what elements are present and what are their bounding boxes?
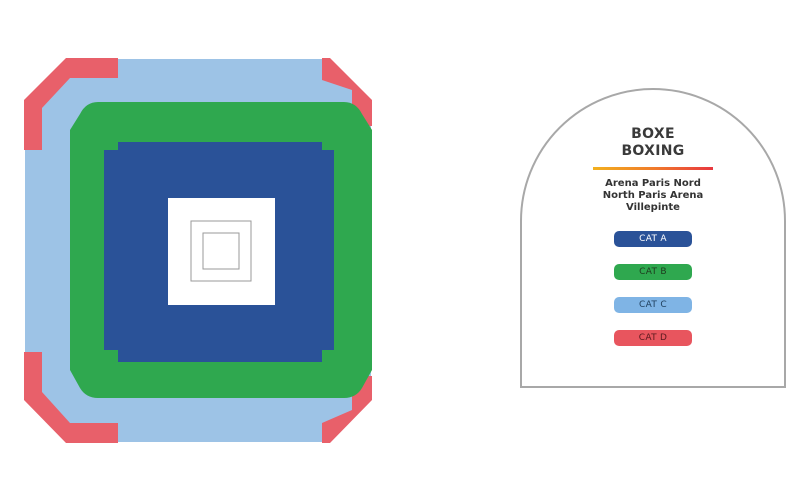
cat-d-section-bottom-left[interactable] — [24, 352, 118, 443]
cat-d-section-top-left[interactable] — [24, 58, 118, 150]
event-title-english: BOXING — [621, 143, 685, 159]
category-d-button[interactable]: CAT D — [614, 330, 692, 346]
category-c-button[interactable]: CAT C — [614, 297, 692, 313]
category-b-button[interactable]: CAT B — [614, 264, 692, 280]
title-divider — [593, 167, 713, 170]
ring-outer-rope — [190, 220, 252, 282]
event-title-french: BOXE — [631, 126, 675, 142]
boxing-ring — [168, 198, 275, 305]
cat-d-section-bottom-right[interactable] — [322, 376, 372, 443]
legend-card: BOXE BOXING Arena Paris Nord North Paris… — [520, 88, 786, 388]
venue-name-french: Arena Paris Nord — [605, 178, 701, 189]
venue-name-english: North Paris Arena — [602, 190, 704, 201]
category-a-button[interactable]: CAT A — [614, 231, 692, 247]
ring-inner-rope — [202, 232, 240, 270]
venue-city: Villepinte — [626, 202, 680, 213]
cat-d-section-top-right[interactable] — [322, 58, 372, 126]
